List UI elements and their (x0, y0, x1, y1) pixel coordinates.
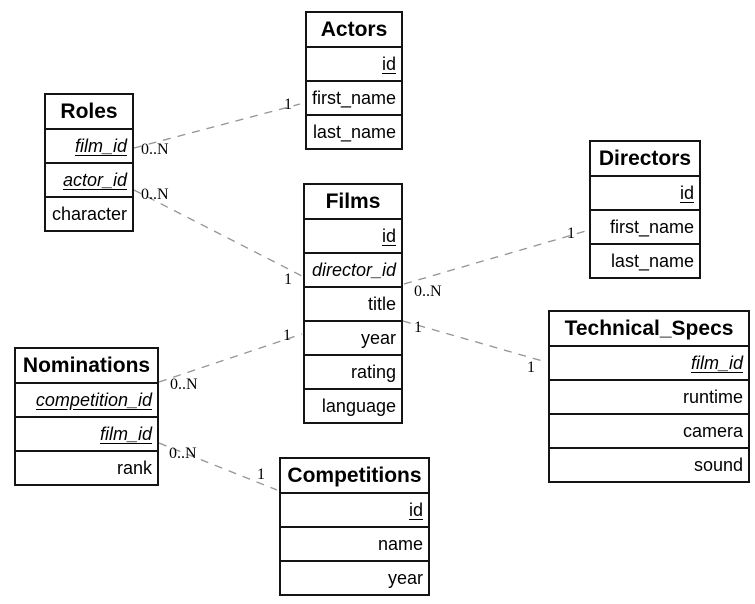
cardinality-label-near-roles-actors: 0..N (141, 141, 169, 158)
column-films-language: language (305, 388, 401, 422)
column-directors-last-name: last_name (591, 243, 699, 277)
relationship-line-nominations-films (158, 333, 303, 383)
cardinality-label-near-nominations-films: 0..N (170, 376, 198, 393)
entity-title-nominations: Nominations (22, 354, 151, 377)
column-technical-specs-camera: camera (550, 413, 748, 447)
cardinality-label-near-roles-films: 0..N (141, 186, 169, 203)
column-directors-first-name: first_name (591, 209, 699, 243)
column-films-year: year (305, 320, 401, 354)
column-technical-specs-film-id: film_id (550, 345, 748, 379)
cardinality-label-near-films-technical-specs: 1 (414, 319, 422, 336)
column-directors-id: id (591, 175, 699, 209)
entity-title-actors: Actors (320, 18, 388, 41)
cardinality-label-far-roles-films: 1 (284, 271, 292, 288)
column-roles-actor-id: actor_id (46, 162, 132, 196)
relationship-line-nominations-competitions (158, 442, 278, 491)
relationship-line-films-directors (403, 230, 587, 285)
entity-title-roles: Roles (60, 100, 118, 123)
column-competitions-id: id (281, 492, 428, 526)
column-roles-character: character (46, 196, 132, 230)
column-technical-specs-sound: sound (550, 447, 748, 481)
relationship-line-roles-films (133, 189, 303, 277)
column-films-title: title (305, 286, 401, 320)
column-nominations-rank: rank (16, 450, 157, 484)
entity-title-technical-specs: Technical_Specs (564, 317, 734, 340)
column-films-director-id: director_id (305, 252, 401, 286)
entity-title-directors: Directors (598, 147, 692, 170)
column-films-rating: rating (305, 354, 401, 388)
column-competitions-name: name (281, 526, 428, 560)
column-nominations-film-id: film_id (16, 416, 157, 450)
column-nominations-competition-id: competition_id (16, 382, 157, 416)
cardinality-label-far-nominations-films: 1 (283, 327, 291, 344)
column-roles-film-id: film_id (46, 128, 132, 162)
cardinality-label-near-films-directors: 0..N (414, 283, 442, 300)
column-technical-specs-runtime: runtime (550, 379, 748, 413)
column-actors-id: id (307, 46, 401, 80)
column-actors-last-name: last_name (307, 114, 401, 148)
column-competitions-year: year (281, 560, 428, 594)
relationship-line-films-technical-specs (402, 320, 547, 363)
cardinality-label-far-films-directors: 1 (567, 225, 575, 242)
cardinality-label-far-films-technical-specs: 1 (527, 359, 535, 376)
column-actors-first-name: first_name (307, 80, 401, 114)
cardinality-label-near-nominations-competitions: 0..N (169, 445, 197, 462)
cardinality-label-far-nominations-competitions: 1 (257, 466, 265, 483)
cardinality-label-far-roles-actors: 1 (284, 96, 292, 113)
entity-title-films: Films (325, 190, 381, 213)
column-films-id: id (305, 218, 401, 252)
entity-title-competitions: Competitions (287, 464, 422, 487)
